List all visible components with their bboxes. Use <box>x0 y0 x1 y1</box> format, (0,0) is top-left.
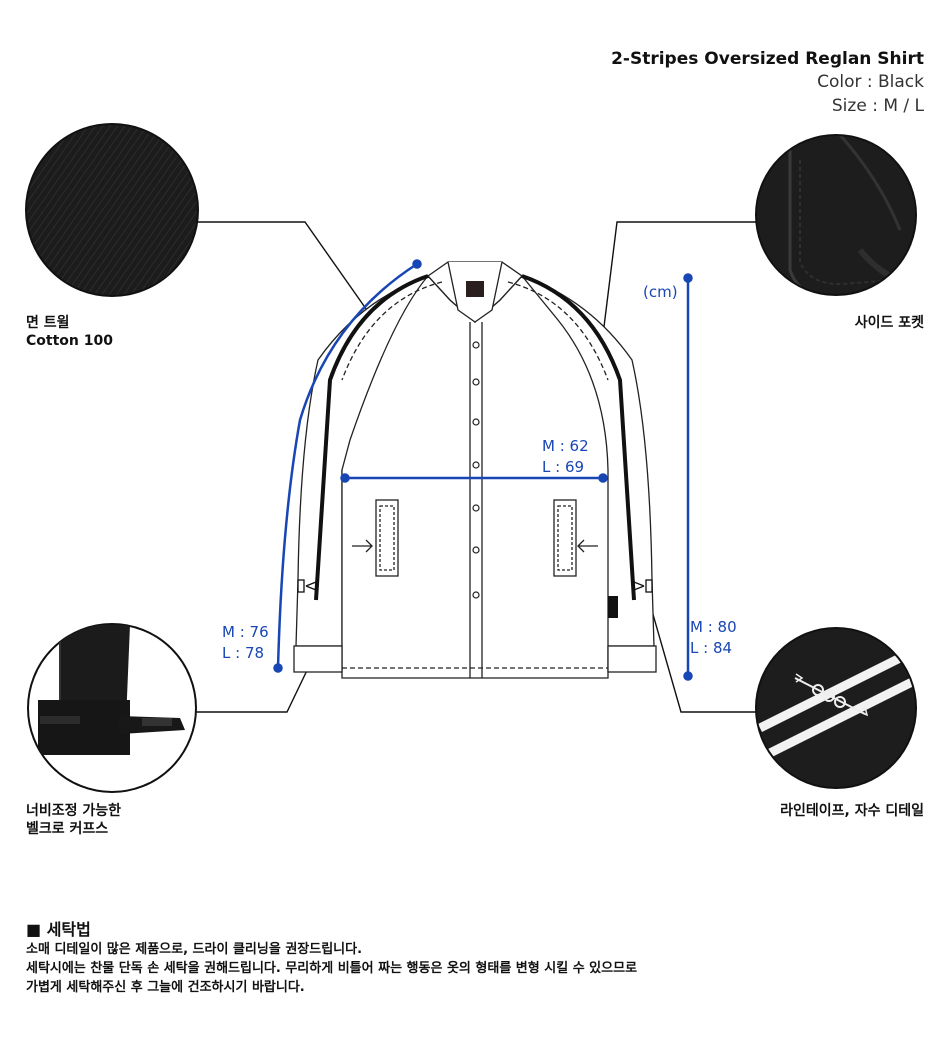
pocket-label: 사이드 포켓 <box>854 315 924 331</box>
care-line: 가볍게 세탁해주신 후 그늘에 건조하시기 바랍니다. <box>26 980 305 995</box>
sleeve-measure-m: M : 76 <box>222 623 269 641</box>
product-size: Size : M / L <box>831 96 924 116</box>
care-line: 세탁시에는 찬물 단독 손 세탁을 권해드립니다. 무리하게 비틀어 짜는 행동… <box>26 961 638 976</box>
length-measure-l: L : 84 <box>690 639 733 657</box>
fabric-label-ko: 면 트윌 <box>26 315 70 331</box>
cuff-detail-circle <box>27 623 197 793</box>
chest-measure-m: M : 62 <box>542 437 589 455</box>
hem-tab <box>608 596 618 618</box>
pocket-detail-circle <box>756 135 916 295</box>
product-name: 2-Stripes Oversized Reglan Shirt <box>611 49 924 69</box>
care-section: ■ 세탁법 소매 디테일이 많은 제품으로, 드라이 클리닝을 권장드립니다. … <box>26 920 637 997</box>
cuff-label-line1: 너비조정 가능한 <box>26 803 122 819</box>
tape-label: 라인테이프, 자수 디테일 <box>780 803 924 819</box>
measure-lines <box>273 259 693 681</box>
care-title: ■ 세탁법 <box>26 920 91 939</box>
fabric-leader-line <box>196 221 384 334</box>
shirt-diagram <box>25 123 917 793</box>
chest-measure-l: L : 69 <box>542 458 585 476</box>
tape-leader-line <box>645 589 756 713</box>
sleeve-measure-l: L : 78 <box>222 644 265 662</box>
fabric-label-composition: Cotton 100 <box>26 333 113 349</box>
unit-label: (cm) <box>643 283 678 301</box>
product-color: Color : Black <box>817 72 924 92</box>
product-info: 2-Stripes Oversized Reglan Shirt Color :… <box>611 48 924 118</box>
neck-label <box>466 281 484 297</box>
cuff-label: 너비조정 가능한 벨크로 커프스 <box>26 802 121 838</box>
length-measure: M : 80 L : 84 <box>690 617 737 659</box>
cuff-leader-line <box>196 659 313 713</box>
sleeve-measure: M : 76 L : 78 <box>222 622 269 664</box>
length-measure-m: M : 80 <box>690 618 737 636</box>
button-row <box>472 341 480 599</box>
chest-measure: M : 62 L : 69 <box>542 436 589 478</box>
embroidery-marks <box>297 579 653 593</box>
cuff-label-line2: 벨크로 커프스 <box>26 821 109 837</box>
tape-detail-circle <box>755 627 917 789</box>
fabric-label: 면 트윌 Cotton 100 <box>26 314 113 350</box>
fabric-detail-circle <box>25 123 199 297</box>
care-line: 소매 디테일이 많은 제품으로, 드라이 클리닝을 권장드립니다. <box>26 942 363 957</box>
